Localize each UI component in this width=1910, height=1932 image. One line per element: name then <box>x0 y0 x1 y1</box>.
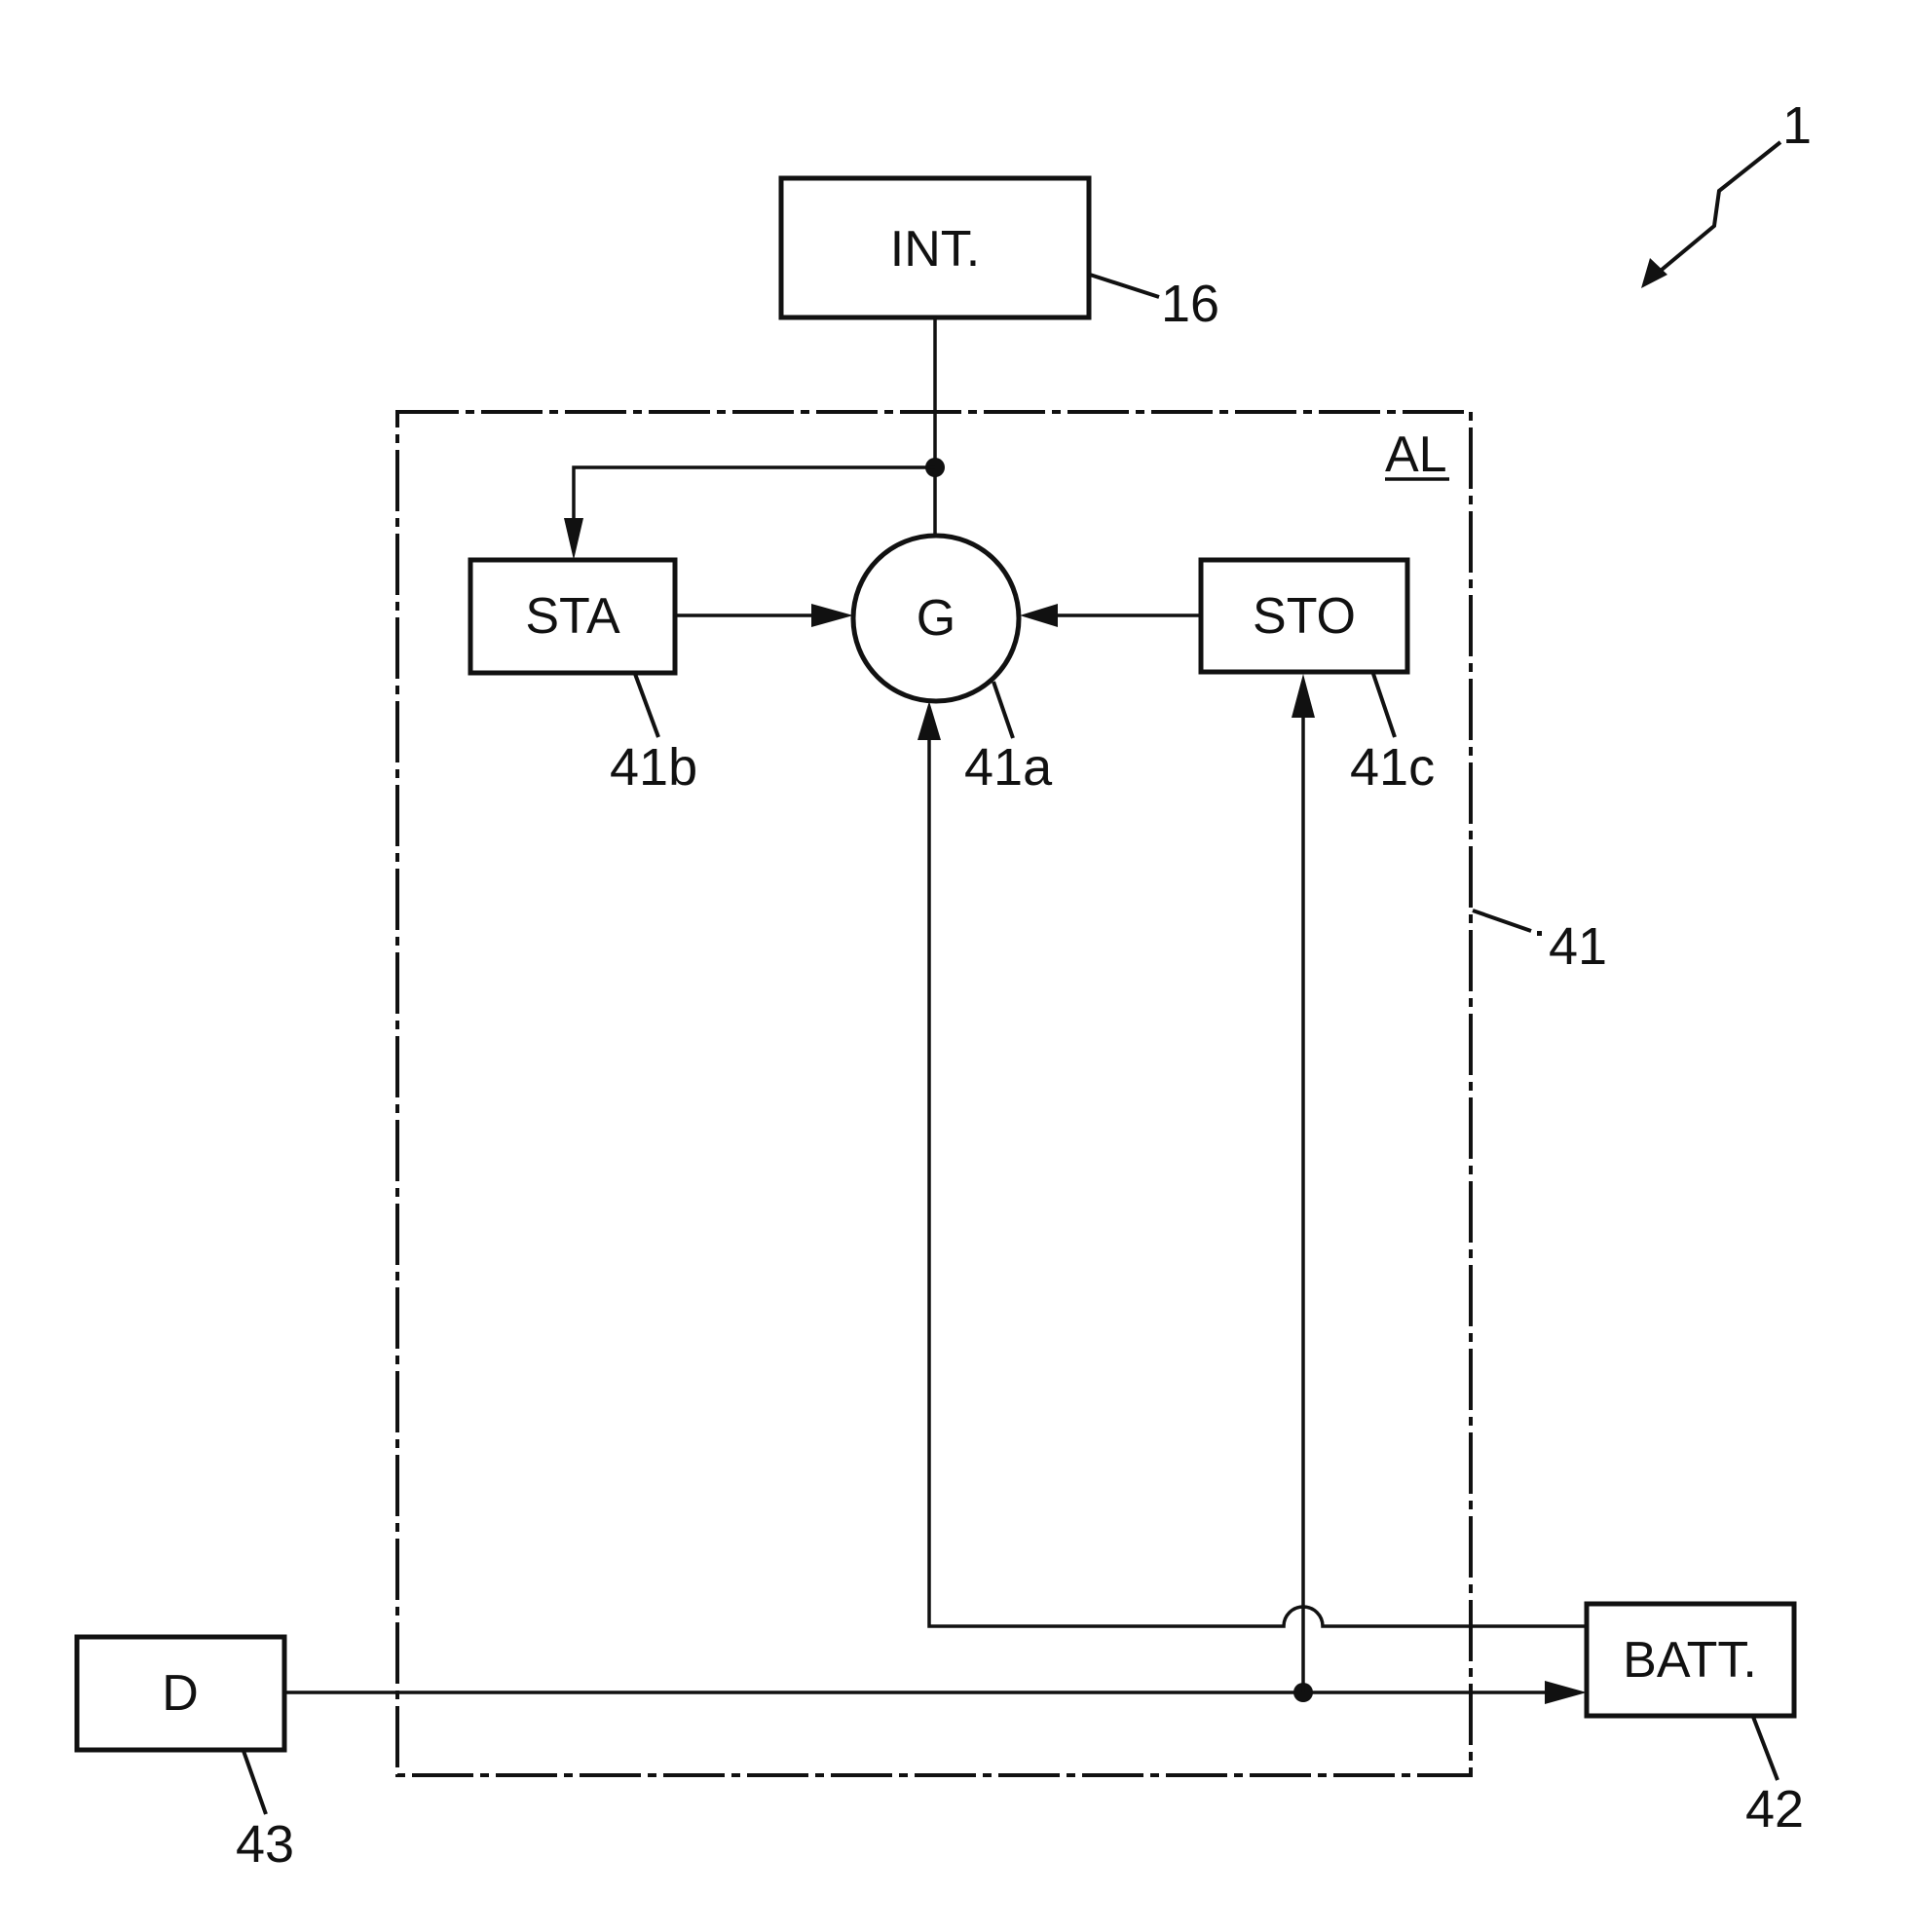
block-sto <box>1198 557 1410 675</box>
block-d <box>74 1634 287 1753</box>
block-sta-label: STA <box>525 588 620 645</box>
leader-41a <box>992 681 1015 739</box>
ref-1: 1 <box>1782 96 1812 155</box>
lightning-arrowhead-icon <box>1641 258 1667 288</box>
block-batt <box>1584 1601 1797 1719</box>
leader-42 <box>1751 1716 1779 1781</box>
wire-junction-sta <box>572 465 935 531</box>
block-int-label: INT. <box>890 221 980 278</box>
leader-16 <box>1089 273 1160 299</box>
system-ref-arrow <box>1641 140 1782 288</box>
ref-42: 42 <box>1745 1780 1804 1839</box>
boundary-al-label: AL <box>1385 427 1447 483</box>
block-batt-label: BATT. <box>1623 1632 1757 1689</box>
block-sto-label: STO <box>1253 588 1356 645</box>
arrow-into-batt <box>1545 1681 1587 1704</box>
ref-41a: 41a <box>964 738 1053 797</box>
ref-41b: 41b <box>610 738 697 797</box>
arrow-sta-into-g <box>811 604 853 627</box>
arrow-into-sto <box>1292 674 1315 718</box>
leader-41c <box>1371 673 1397 738</box>
block-g <box>850 533 1022 704</box>
block-g-label: G <box>917 590 955 647</box>
ref-41: 41 <box>1549 917 1607 976</box>
arrow-batt-into-g <box>918 701 941 740</box>
block-int <box>778 175 1092 320</box>
ref-16: 16 <box>1161 275 1219 333</box>
leader-41-dot <box>1537 931 1542 936</box>
leader-41 <box>1472 909 1532 933</box>
wire-batt-g <box>927 735 1587 1628</box>
arrow-into-sta <box>564 518 583 560</box>
ref-43: 43 <box>236 1815 294 1874</box>
arrow-sto-into-g <box>1020 604 1058 627</box>
leader-41b <box>633 673 660 738</box>
lightning-arrow-icon <box>1654 140 1782 277</box>
leader-43 <box>242 1750 268 1815</box>
block-d-label: D <box>162 1665 199 1722</box>
ref-41c: 41c <box>1350 738 1435 797</box>
